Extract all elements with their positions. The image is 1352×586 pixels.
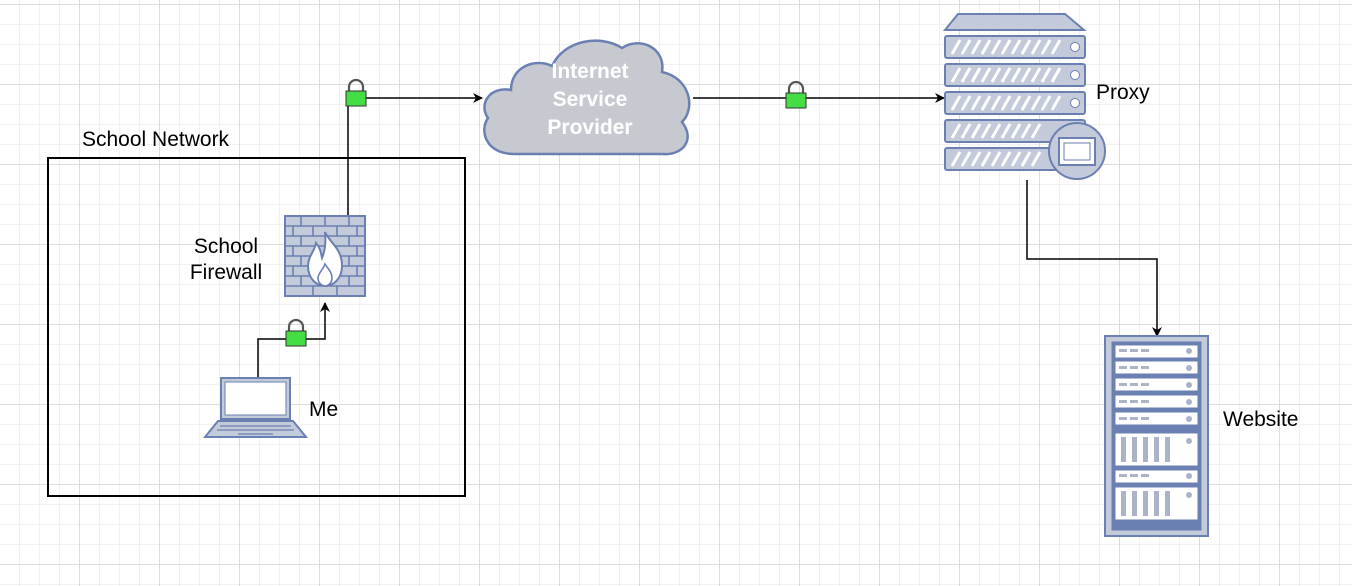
firewall-icon (284, 215, 366, 297)
lock-icon (285, 318, 307, 347)
connector-proxy-to-website (1026, 180, 1162, 337)
isp-label: Internet Service Provider (547, 60, 633, 139)
school-network-label: School Network (82, 128, 230, 151)
proxy-label: Proxy (1096, 81, 1150, 104)
cloud-icon (483, 39, 691, 156)
lock-icon (785, 80, 807, 109)
lock-icon (345, 78, 367, 107)
school-network-boundary (47, 157, 466, 497)
connector-firewall-to-isp (347, 93, 483, 215)
proxy-server-icon (942, 13, 1106, 180)
website-label: Website (1223, 408, 1299, 431)
school-firewall-label: School Firewall (189, 235, 263, 284)
website-server-rack-icon (1104, 335, 1209, 537)
me-label: Me (309, 398, 339, 421)
flame-icon (306, 231, 344, 288)
laptop-icon (202, 377, 309, 438)
